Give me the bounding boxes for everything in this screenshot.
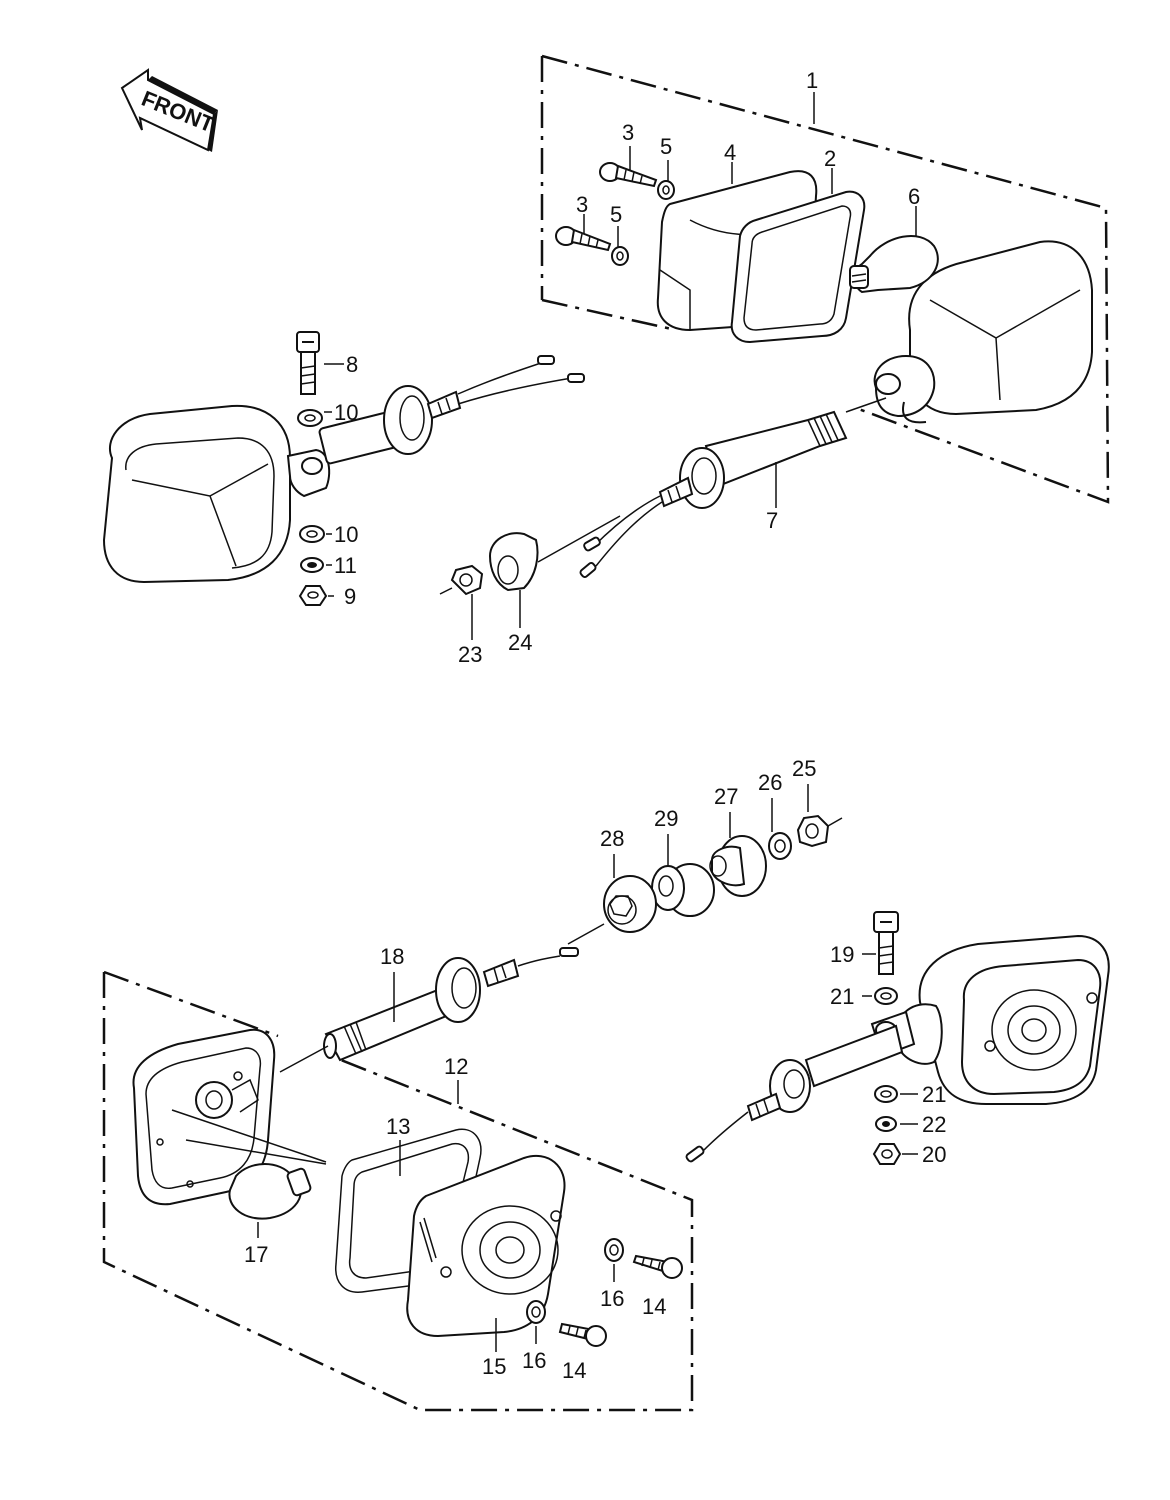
callout-14: 14: [642, 1294, 666, 1319]
callout-15: 15: [482, 1354, 506, 1379]
upper-right-lamp-housing: [873, 240, 1093, 424]
callout-16: 16: [600, 1286, 624, 1311]
washer-16-upper: [604, 1238, 624, 1262]
screw-3-lower: [555, 226, 612, 252]
bulb-6: [849, 234, 939, 294]
washer-26: [768, 832, 792, 860]
callout-18: 18: [380, 944, 404, 969]
callout-21: 21: [922, 1082, 946, 1107]
callout-6: 6: [908, 184, 920, 209]
callout-26: 26: [758, 770, 782, 795]
callout-22: 22: [922, 1112, 946, 1137]
screw-3-upper: [599, 162, 658, 188]
washer-21-lower: [874, 1085, 898, 1103]
gasket-2: [730, 190, 866, 344]
nut-20: [872, 1143, 902, 1165]
nut-23: [439, 564, 484, 596]
callout-20: 20: [922, 1142, 946, 1167]
callout-5: 5: [660, 134, 672, 159]
washer-21-upper: [874, 987, 898, 1005]
leader-lines: [257, 92, 918, 1352]
callout-3: 3: [622, 120, 634, 145]
lower-left-lamp-base: [132, 1028, 327, 1206]
nut-25: [796, 814, 843, 848]
washer-10-lower: [299, 525, 325, 543]
callout-3: 3: [576, 192, 588, 217]
front-arrow-icon: FRONT: [120, 68, 218, 152]
stem-18: [279, 947, 579, 1073]
callout-21: 21: [830, 984, 854, 1009]
screw-14-lower: [558, 1322, 607, 1347]
callout-11: 11: [334, 553, 357, 578]
grommet-24: [488, 532, 539, 592]
lock-washer-11: [300, 557, 324, 573]
nut-9: [298, 585, 328, 606]
callout-24: 24: [508, 630, 532, 655]
bulb-17: [228, 1163, 312, 1220]
collar-27: [709, 835, 767, 897]
bolt-19: [873, 911, 899, 975]
callout-19: 19: [830, 942, 854, 967]
callout-7: 7: [766, 508, 778, 533]
callout-10: 10: [334, 522, 358, 547]
callout-1: 1: [806, 68, 818, 93]
callout-5: 5: [610, 202, 622, 227]
callout-13: 13: [386, 1114, 410, 1139]
upper-left-lamp-housing: [102, 355, 585, 584]
washer-5-upper: [657, 180, 675, 200]
lower-assembly-boundary: [102, 970, 694, 1412]
callout-25: 25: [792, 756, 816, 781]
callout-17: 17: [244, 1242, 268, 1267]
upper-assembly-boundary: [540, 54, 1110, 504]
washer-5-lower: [611, 246, 629, 266]
callout-labels: 1 3 5 4 2 6 3 5 8 10 7 10 11 9 24 23 25 …: [244, 68, 946, 1383]
callout-28: 28: [600, 826, 624, 851]
callout-8: 8: [346, 352, 358, 377]
callout-4: 4: [724, 140, 736, 165]
spacer-29: [651, 863, 715, 917]
callout-16: 16: [522, 1348, 546, 1373]
callout-14: 14: [562, 1358, 586, 1383]
callout-2: 2: [824, 146, 836, 171]
screw-14-upper: [632, 1254, 683, 1279]
callout-29: 29: [654, 806, 678, 831]
stem-7: [537, 397, 887, 578]
callout-10: 10: [334, 400, 358, 425]
callout-23: 23: [458, 642, 482, 667]
callout-12: 12: [444, 1054, 468, 1079]
lock-washer-22: [875, 1116, 897, 1132]
lower-right-lamp-housing: [685, 934, 1110, 1163]
grommet-28: [567, 875, 657, 945]
callout-9: 9: [344, 584, 356, 609]
lens-15: [406, 1155, 566, 1338]
washer-16-lower: [526, 1300, 546, 1324]
callout-27: 27: [714, 784, 738, 809]
bolt-8: [296, 331, 320, 395]
washer-10-upper: [297, 409, 323, 427]
